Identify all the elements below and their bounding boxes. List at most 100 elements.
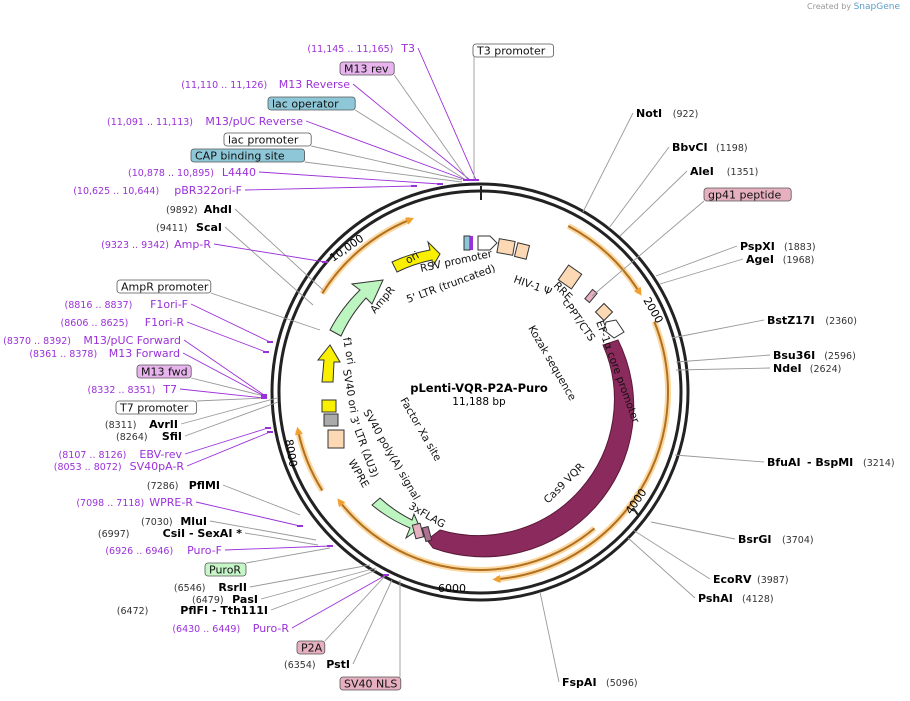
primer-site[interactable]: F1ori-F(8816 .. 8837) — [65, 298, 188, 311]
primer-site[interactable]: WPRE-R(7098 .. 7118) — [76, 496, 193, 509]
enzyme-site[interactable]: MluI(7030) — [141, 515, 207, 528]
p2a-feature[interactable] — [411, 522, 425, 540]
feature-box-label[interactable]: AmpR promoter — [116, 279, 212, 294]
primer-site[interactable]: pBR322ori-F(10,625 .. 10,644) — [73, 184, 242, 197]
enzyme-site[interactable]: ScaI(9411) — [156, 221, 222, 234]
enzyme-position: (7030) — [141, 517, 173, 528]
right-enzyme-labels: NotI(922) BbvCI(1198) AleI(1351) PspXI(1883… — [562, 107, 895, 689]
leader-line — [245, 547, 331, 564]
f1-ori-feature[interactable] — [316, 344, 341, 383]
enzyme-site[interactable]: BsrGI(3704) — [738, 533, 814, 546]
hiv-psi-feature[interactable] — [513, 242, 531, 260]
enzyme-site[interactable]: PflMI(7286) — [147, 479, 220, 492]
tick-4000: 4000 — [623, 486, 650, 516]
enzyme-site[interactable]: RsrII(6546) — [174, 581, 247, 594]
enzyme-position: (2596) — [824, 351, 856, 362]
cas9-vqr-feature[interactable] — [426, 339, 635, 558]
ampr-feature[interactable] — [329, 279, 384, 337]
enzyme-position: (6997) — [98, 529, 130, 540]
annotation-arcs — [294, 216, 671, 583]
enzyme-name: Bsu36I — [773, 349, 815, 362]
lac-operator-feature[interactable] — [470, 236, 473, 250]
enzyme-site[interactable]: AhdI(9892) — [166, 203, 232, 216]
enzyme-site[interactable]: BbvCI(1198) — [672, 141, 748, 154]
enzyme-site[interactable]: PspXI(1883) — [740, 240, 816, 253]
sv40-ori-feature[interactable] — [321, 399, 337, 413]
primer-site[interactable]: EBV-rev(8107 .. 8126) — [59, 448, 183, 461]
enzyme-site[interactable]: PshAI(4128) — [698, 592, 774, 605]
feature-box — [223, 132, 312, 147]
primer-name: Amp-R — [174, 238, 211, 251]
ef1a-promoter-feature[interactable] — [603, 319, 625, 339]
enzyme-site[interactable]: NdeI(2624) — [773, 362, 841, 375]
ori-feature[interactable] — [391, 240, 441, 273]
primer-leader — [184, 427, 269, 455]
primer-leader — [182, 352, 265, 397]
enzyme-site[interactable]: AgeI(1968) — [746, 253, 814, 266]
enzyme-site[interactable]: CsiI - SexAI *(6997) — [98, 527, 242, 540]
primer-site[interactable]: SV40pA-R(8053 .. 8072) — [54, 460, 185, 473]
primer-site[interactable]: T7(8332 .. 8351) — [88, 383, 177, 396]
rre-feature[interactable] — [557, 264, 583, 290]
enzyme-site[interactable]: SfiI(8264) — [116, 430, 182, 443]
feature-box-label[interactable]: SV40 NLS — [339, 676, 402, 691]
primer-leader — [244, 185, 415, 191]
feature-box-label[interactable]: CAP binding site — [190, 148, 305, 163]
primer-site[interactable]: Puro-F(6926 .. 6946) — [105, 544, 222, 557]
primer-site[interactable]: Puro-R(6430 .. 6449) — [172, 622, 289, 635]
leader-lines — [179, 47, 771, 683]
primer-site[interactable]: M13/pUC Forward(8370 .. 8392) — [3, 334, 181, 347]
feature-box-label[interactable]: gp41 peptide — [703, 187, 792, 202]
enzyme-site[interactable]: NotI(922) — [636, 107, 698, 120]
label-f1-ori: f1 ori — [340, 336, 357, 365]
feature-box-label[interactable]: PuroR — [204, 562, 247, 577]
primer-leader — [186, 321, 267, 353]
primer-site[interactable]: Amp-R(9323 .. 9342) — [101, 238, 211, 251]
cppt-feature[interactable] — [594, 302, 614, 322]
tick-6000: 6000 — [438, 582, 466, 595]
primer-site[interactable]: T3(11,145 .. 11,165) — [307, 42, 415, 55]
feature-box-text: PuroR — [209, 564, 241, 577]
primer-site[interactable]: F1ori-R(8606 .. 8625) — [61, 316, 185, 329]
three-ltr-feature[interactable] — [327, 429, 345, 449]
enzyme-name: AhdI — [204, 203, 232, 216]
enzyme-site[interactable]: PasI(6479) — [192, 593, 258, 606]
enzyme-site[interactable]: PstI(6354) — [284, 658, 350, 671]
enzyme-name: NdeI — [773, 362, 802, 375]
nls-feature[interactable] — [421, 525, 433, 543]
enzyme-site[interactable]: FspAI(5096) — [562, 676, 638, 689]
feature-box-label[interactable]: T3 promoter — [472, 43, 554, 58]
primer-leader — [224, 545, 331, 551]
enzyme-site[interactable]: BfuAI- BspMI(3214) — [767, 456, 895, 469]
feature-box-label[interactable]: M13 rev — [339, 61, 395, 76]
rsv-promoter-feature[interactable] — [477, 235, 498, 251]
enzyme-site[interactable]: AleI(1351) — [690, 165, 758, 178]
primer-name: L4440 — [222, 166, 256, 179]
feature-box-label[interactable]: lac promoter — [223, 132, 312, 147]
leader-line — [627, 537, 696, 599]
primer-site[interactable]: M13 Reverse(11,110 .. 11,126) — [181, 78, 350, 91]
gp41-feature[interactable] — [584, 288, 598, 304]
feature-box-label[interactable]: lac operator — [267, 96, 356, 111]
enzyme-site[interactable]: Bsu36I (2596) — [773, 349, 856, 362]
feature-box-label[interactable]: M13 fwd — [136, 364, 192, 379]
feature-box-label[interactable]: P2A — [296, 640, 326, 655]
enzyme-site[interactable]: BstZ17I(2360) — [767, 314, 857, 327]
sv40-polya-feature[interactable] — [323, 413, 339, 427]
feature-box-text: lac promoter — [228, 134, 299, 147]
cap-site-feature[interactable] — [463, 235, 471, 251]
primer-site[interactable]: M13/pUC Reverse(11,091 .. 11,113) — [107, 115, 303, 128]
primer-position: (11,091 .. 11,113) — [107, 117, 193, 128]
enzyme-position: (7286) — [147, 481, 179, 492]
enzyme-name: AvrII — [149, 418, 178, 431]
primer-leader — [179, 388, 265, 399]
enzyme-site[interactable]: EcoRV(3987) — [713, 573, 789, 586]
credit: Created by SnapGene — [807, 2, 900, 12]
feature-box-label[interactable]: T7 promoter — [115, 400, 197, 415]
primer-site[interactable]: L4440(10,878 .. 10,895) — [128, 166, 256, 179]
enzyme-site[interactable]: AvrII(8311) — [105, 418, 178, 431]
ltr-feature[interactable] — [496, 238, 516, 256]
primer-site[interactable]: M13 Forward(8361 .. 8378) — [29, 347, 180, 360]
enzyme-site[interactable]: PflFI - Tth111I(6472) — [117, 604, 268, 617]
feature-box — [472, 43, 554, 58]
